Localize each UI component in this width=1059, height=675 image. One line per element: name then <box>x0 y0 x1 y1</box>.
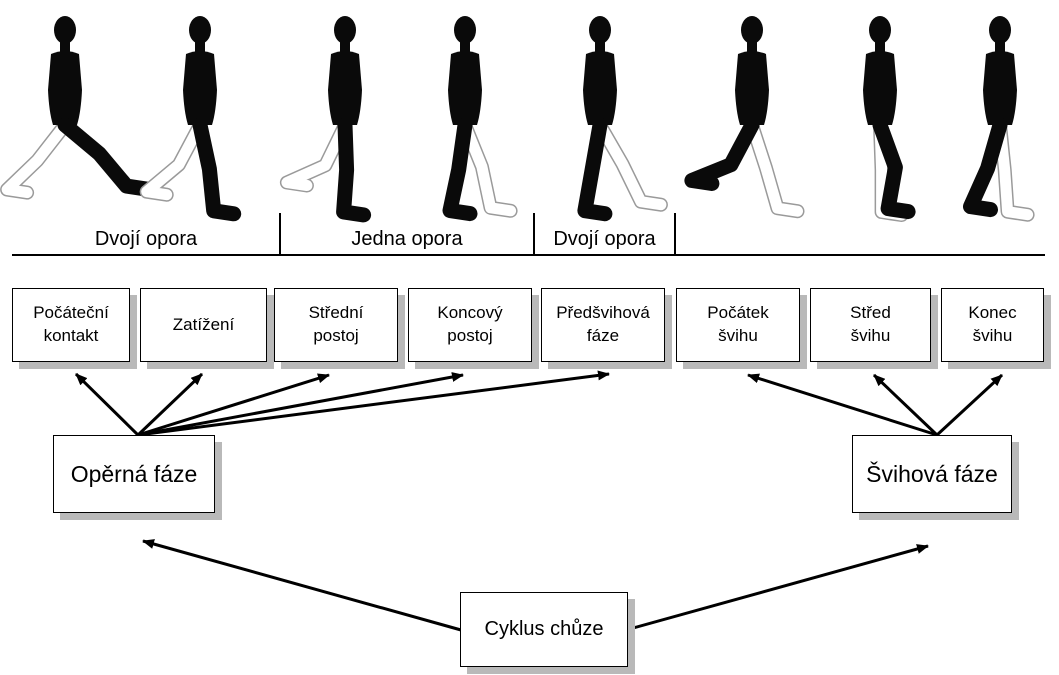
arrow-stance-to-mid-stance <box>137 373 330 437</box>
near-leg <box>192 117 242 222</box>
walking-figure <box>279 16 372 223</box>
support-bar <box>12 213 1045 256</box>
arrow-swing-to-terminal-swing <box>935 373 1004 437</box>
phase-box-terminal-stance: Koncový postoj <box>408 288 532 362</box>
phase-label: Střední <box>308 303 364 323</box>
far-leg-fill <box>281 119 351 191</box>
near-leg <box>442 117 478 222</box>
phase-label: Zatížení <box>172 314 235 334</box>
arrow-stance-to-terminal-stance <box>137 372 464 437</box>
far-leg-fill <box>994 119 1034 221</box>
phase-label: Střed <box>850 303 891 323</box>
phase-label: Koncový <box>437 303 503 323</box>
phase-box-initial-swing: Počátek švihu <box>676 288 800 362</box>
arrow-cycle-to-swing <box>625 544 929 632</box>
phase-label: švihu <box>718 326 758 345</box>
swing-phase-label: Švihová fáze <box>866 460 998 487</box>
walking-figure <box>139 16 242 222</box>
near-leg <box>684 117 760 191</box>
phase-label: švihu <box>850 326 891 345</box>
far-leg-fill <box>141 119 206 201</box>
near-leg <box>577 117 613 222</box>
phase-label: Počáteční <box>33 303 109 323</box>
near-leg <box>57 117 154 197</box>
walking-figure <box>863 16 916 222</box>
phase-box-initial-contact: Počáteční kontakt <box>12 288 130 362</box>
far-leg-fill <box>459 119 517 217</box>
walking-figure <box>684 16 805 219</box>
phase-label: postoj <box>313 326 359 345</box>
phase-label: postoj <box>447 326 493 345</box>
support-label-single: Jedna opora <box>351 228 463 250</box>
arrow-stance-to-loading <box>136 372 204 437</box>
phase-box-loading: Zatížení <box>140 288 267 362</box>
phase-label: fáze <box>586 326 620 345</box>
arrow-cycle-to-stance <box>142 539 462 632</box>
far-leg-fill <box>594 119 667 211</box>
phase-label: kontakt <box>43 326 99 345</box>
phase-label: Konec <box>968 303 1017 323</box>
near-leg <box>872 117 916 220</box>
support-label-double-2: Dvojí opora <box>553 228 656 250</box>
phase-label: švihu <box>972 326 1013 345</box>
near-leg <box>336 117 372 223</box>
arrow-stance-to-pre-swing <box>137 370 610 437</box>
phase-label: Předšvihová <box>556 303 650 323</box>
walking-figures <box>0 16 1035 223</box>
arrow-swing-to-mid-swing <box>872 373 939 437</box>
phase-box-mid-swing: Střed švihu <box>810 288 931 362</box>
stance-phase-box: Opěrná fáze <box>53 435 215 513</box>
swing-phase-box: Švihová fáze <box>852 435 1012 513</box>
arrow-stance-to-initial-contact <box>74 372 140 437</box>
gait-cycle-box: Cyklus chůze <box>460 592 628 667</box>
walking-figure <box>963 16 1035 222</box>
phase-box-terminal-swing: Konec švihu <box>941 288 1044 362</box>
arrow-swing-to-initial-swing <box>747 373 938 437</box>
gait-cycle-label: Cyklus chůze <box>484 618 604 640</box>
phase-box-mid-stance: Střední postoj <box>274 288 398 362</box>
stance-phase-label: Opěrná fáze <box>70 460 198 487</box>
walking-figure <box>577 16 668 222</box>
walking-figure <box>442 16 518 222</box>
near-leg <box>963 117 1008 218</box>
far-leg-fill <box>1 119 71 199</box>
phase-box-pre-swing: Předšvihová fáze <box>541 288 665 362</box>
phase-label: Počátek <box>707 303 769 323</box>
support-label-double-1: Dvojí opora <box>94 228 198 250</box>
far-leg-fill <box>746 119 803 217</box>
walking-figure <box>0 16 154 200</box>
